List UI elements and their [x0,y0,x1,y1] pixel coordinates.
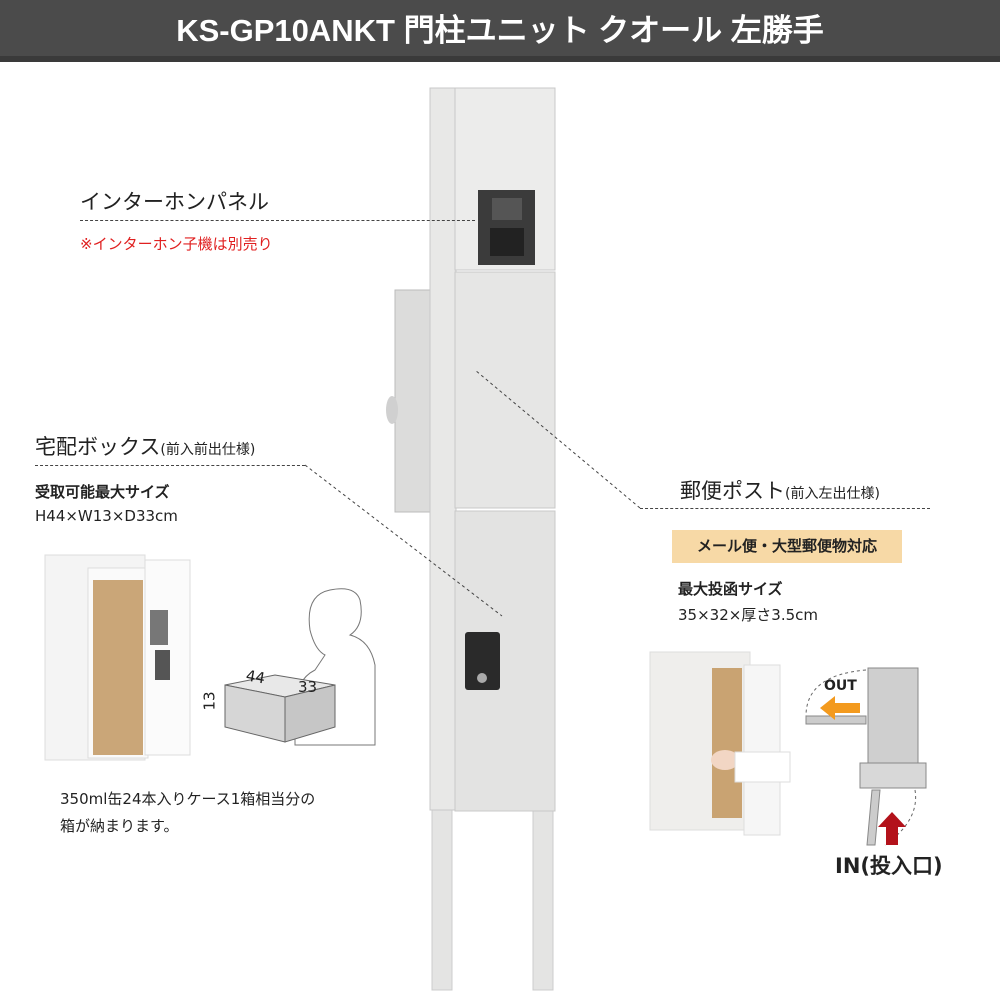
in-label: IN(投入口) [835,854,943,878]
mailbox-badge: メール便・大型郵便物対応 [672,530,902,563]
mailbox-size-title: 最大投函サイズ [678,580,783,598]
mailbox-title: 郵便ポスト [680,479,785,503]
delivery-box-spec: (前入前出仕様) [160,442,256,458]
person-figure [294,588,376,746]
mailbox-open-door [743,664,781,836]
dim-width: 44 [244,666,267,688]
out-label: OUT [824,678,857,694]
door-lock [155,650,170,680]
dim-depth: 33 [298,678,318,696]
delivery-caption-1: 350ml缶24本入りケース1箱相当分の [60,790,316,808]
door-hardware [150,610,168,645]
delivery-box-label: 宅配ボックス(前入前出仕様) [35,431,255,461]
keyhole [477,673,487,683]
intercom-note: ※インターホン子機は別売り [80,235,273,253]
intercom-leader-line [80,220,475,221]
side-knob [386,396,398,424]
delivery-size: H44×W13×D33cm [35,507,178,525]
mailbox-spec: (前入左出仕様) [785,486,880,502]
intercom-speaker [490,228,524,256]
delivery-size-title: 受取可能最大サイズ [35,483,170,501]
mailbox-door [454,271,556,509]
mail-parcel [712,668,742,818]
delivery-box-title: 宅配ボックス [35,435,161,459]
mailbox-label: 郵便ポスト(前入左出仕様) [680,475,880,505]
post-frame [429,87,457,811]
page-title: KS-GP10ANKT 門柱ユニット クオール 左勝手 [0,0,1000,62]
post-leg-left [431,799,453,991]
intercom-label: インターホンパネル [80,190,269,214]
delivery-caption-2: 箱が納まります。 [60,817,179,835]
camera-lens [492,198,522,220]
diagram-in-flap [866,789,881,846]
mailbox-leader-line [640,508,930,509]
out-arrow-icon [820,696,860,720]
delivery-box-leader-line [35,465,305,466]
delivery-box-side [394,289,432,513]
mailbox-size: 35×32×厚さ3.5cm [678,606,819,624]
sleeve [734,751,791,783]
hand [711,750,739,770]
diagram-band [859,762,927,789]
delivery-leader-diagonal [304,464,503,617]
diagram-out-flap [805,715,867,725]
box-side [284,684,336,743]
dim-height: 13 [200,691,219,711]
parcel [93,580,143,755]
post-leg-right [532,799,554,991]
lock-icon [465,632,500,690]
in-arrow-icon [878,812,906,845]
